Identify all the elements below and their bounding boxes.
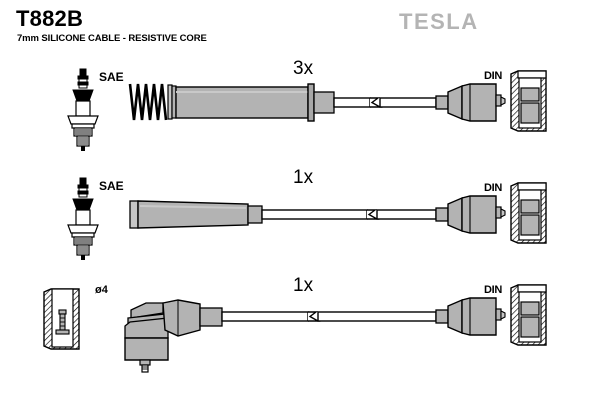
coil-terminal-icon [43,288,80,350]
coil-side-boot [435,195,506,234]
right-angle-connector [124,299,223,373]
spark-plug-icon [67,68,99,151]
row-2-assembly [67,177,547,260]
boot-collar [129,200,139,229]
cable-segment [221,311,309,322]
row-2-quantity-label: 1x [293,167,314,188]
brand-logo: TESLA [399,9,479,34]
row-1-sae-label: SAE [99,70,124,84]
row-3-quantity-label: 1x [293,275,314,296]
row-1-assembly [67,68,547,151]
part-subtitle: 7mm SILICONE CABLE - RESISTIVE CORE [17,33,207,44]
cable-break-symbol [367,209,380,220]
row-3-diameter-label: ø4 [95,284,108,296]
cable-segment [333,97,371,108]
din-terminal-icon [510,284,547,346]
row-2-din-label: DIN [484,182,503,194]
page-title: T882B [16,6,84,31]
row-2-sae-label: SAE [99,179,124,193]
plug-boot [137,200,249,229]
row-1-din-label: DIN [484,70,503,82]
cable-break-symbol [370,97,383,108]
cable-segment [379,97,437,108]
din-terminal-icon [510,182,547,244]
cable-break-symbol [308,311,321,322]
cable-segment [317,311,437,322]
coil-side-boot [435,297,506,336]
spring-coil-icon [128,83,168,121]
row-3-din-label: DIN [484,284,503,296]
din-terminal-icon [510,70,547,132]
cable-segment [376,209,437,220]
row-3-assembly [43,284,547,373]
row-1-quantity-label: 3x [293,58,314,79]
spark-plug-icon [67,177,99,260]
cable-segment [261,209,368,220]
coil-side-boot [435,83,506,122]
